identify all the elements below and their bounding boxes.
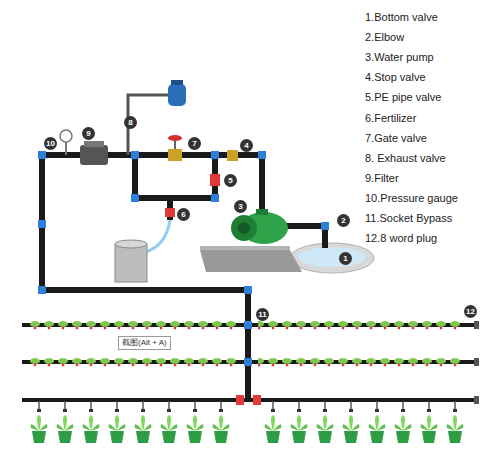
part-list-item: 11.Socket Bypass xyxy=(365,212,452,225)
callout-number: 2 xyxy=(337,214,350,227)
callout-number: 9 xyxy=(82,127,95,140)
callout-number: 1 xyxy=(339,252,352,265)
callout-number: 6 xyxy=(177,208,190,221)
part-list-item: 3.Water pump xyxy=(365,51,434,64)
part-list-item: 10.Pressure gauge xyxy=(365,192,458,205)
part-list-item: 2.Elbow xyxy=(365,31,404,44)
callout-number: 7 xyxy=(188,137,201,150)
callout-number: 4 xyxy=(240,139,253,152)
part-list-item: 7.Gate valve xyxy=(365,132,427,145)
callout-number: 10 xyxy=(44,137,57,150)
part-list-item: 4.Stop valve xyxy=(365,71,426,84)
part-list-item: 9.Filter xyxy=(365,172,399,185)
callout-number: 3 xyxy=(234,200,247,213)
part-list-item: 8. Exhaust valve xyxy=(365,152,446,165)
callout-number: 8 xyxy=(124,116,137,129)
part-list-item: 6.Fertilizer xyxy=(365,112,416,125)
screenshot-tooltip: 截图(Alt + A) xyxy=(118,336,171,350)
callout-number: 5 xyxy=(224,174,237,187)
part-list-item: 5.PE pipe valve xyxy=(365,91,441,104)
part-list-item: 1.Bottom valve xyxy=(365,11,438,24)
callout-number: 11 xyxy=(256,308,269,321)
callout-number: 12 xyxy=(464,305,477,318)
part-list-item: 12.8 word plug xyxy=(365,232,437,245)
